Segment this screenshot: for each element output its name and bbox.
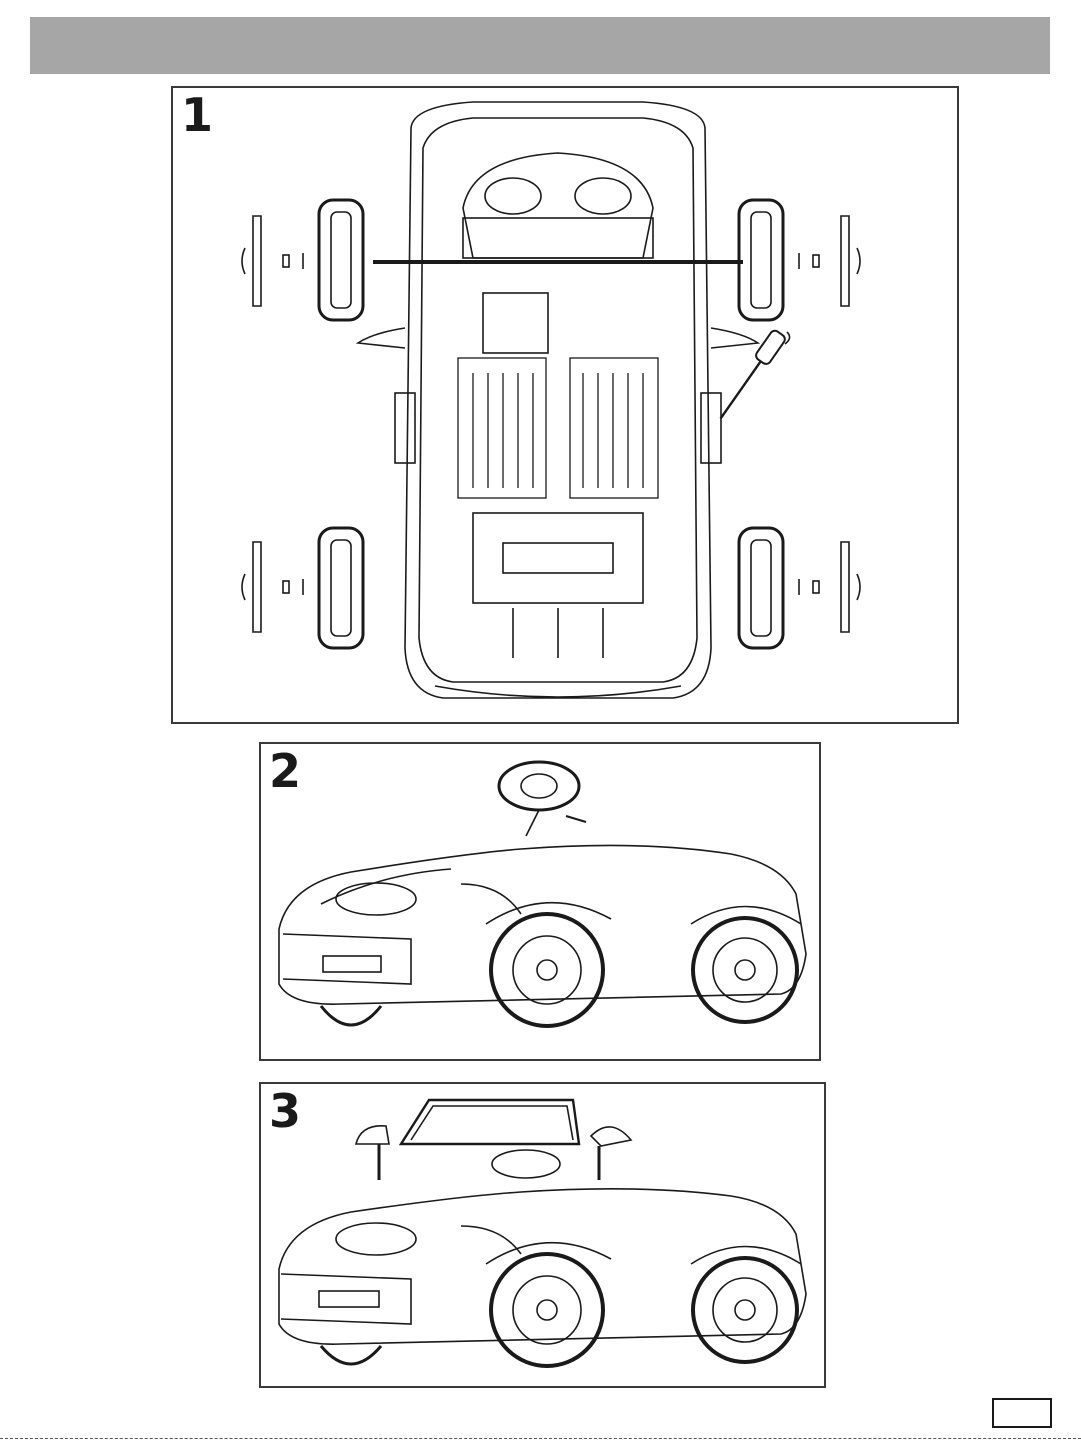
page-number-box [992, 1398, 1052, 1428]
windshield-mirrors-illustration [261, 1084, 824, 1386]
step-2-panel: 2 [259, 742, 821, 1061]
step-1-panel: 1 [171, 86, 959, 724]
header-bar [30, 17, 1050, 74]
step-3-panel: 3 [259, 1082, 826, 1388]
steering-wheel-illustration [261, 744, 819, 1059]
car-underside-illustration [173, 88, 957, 722]
bottom-rule [0, 1438, 1081, 1439]
